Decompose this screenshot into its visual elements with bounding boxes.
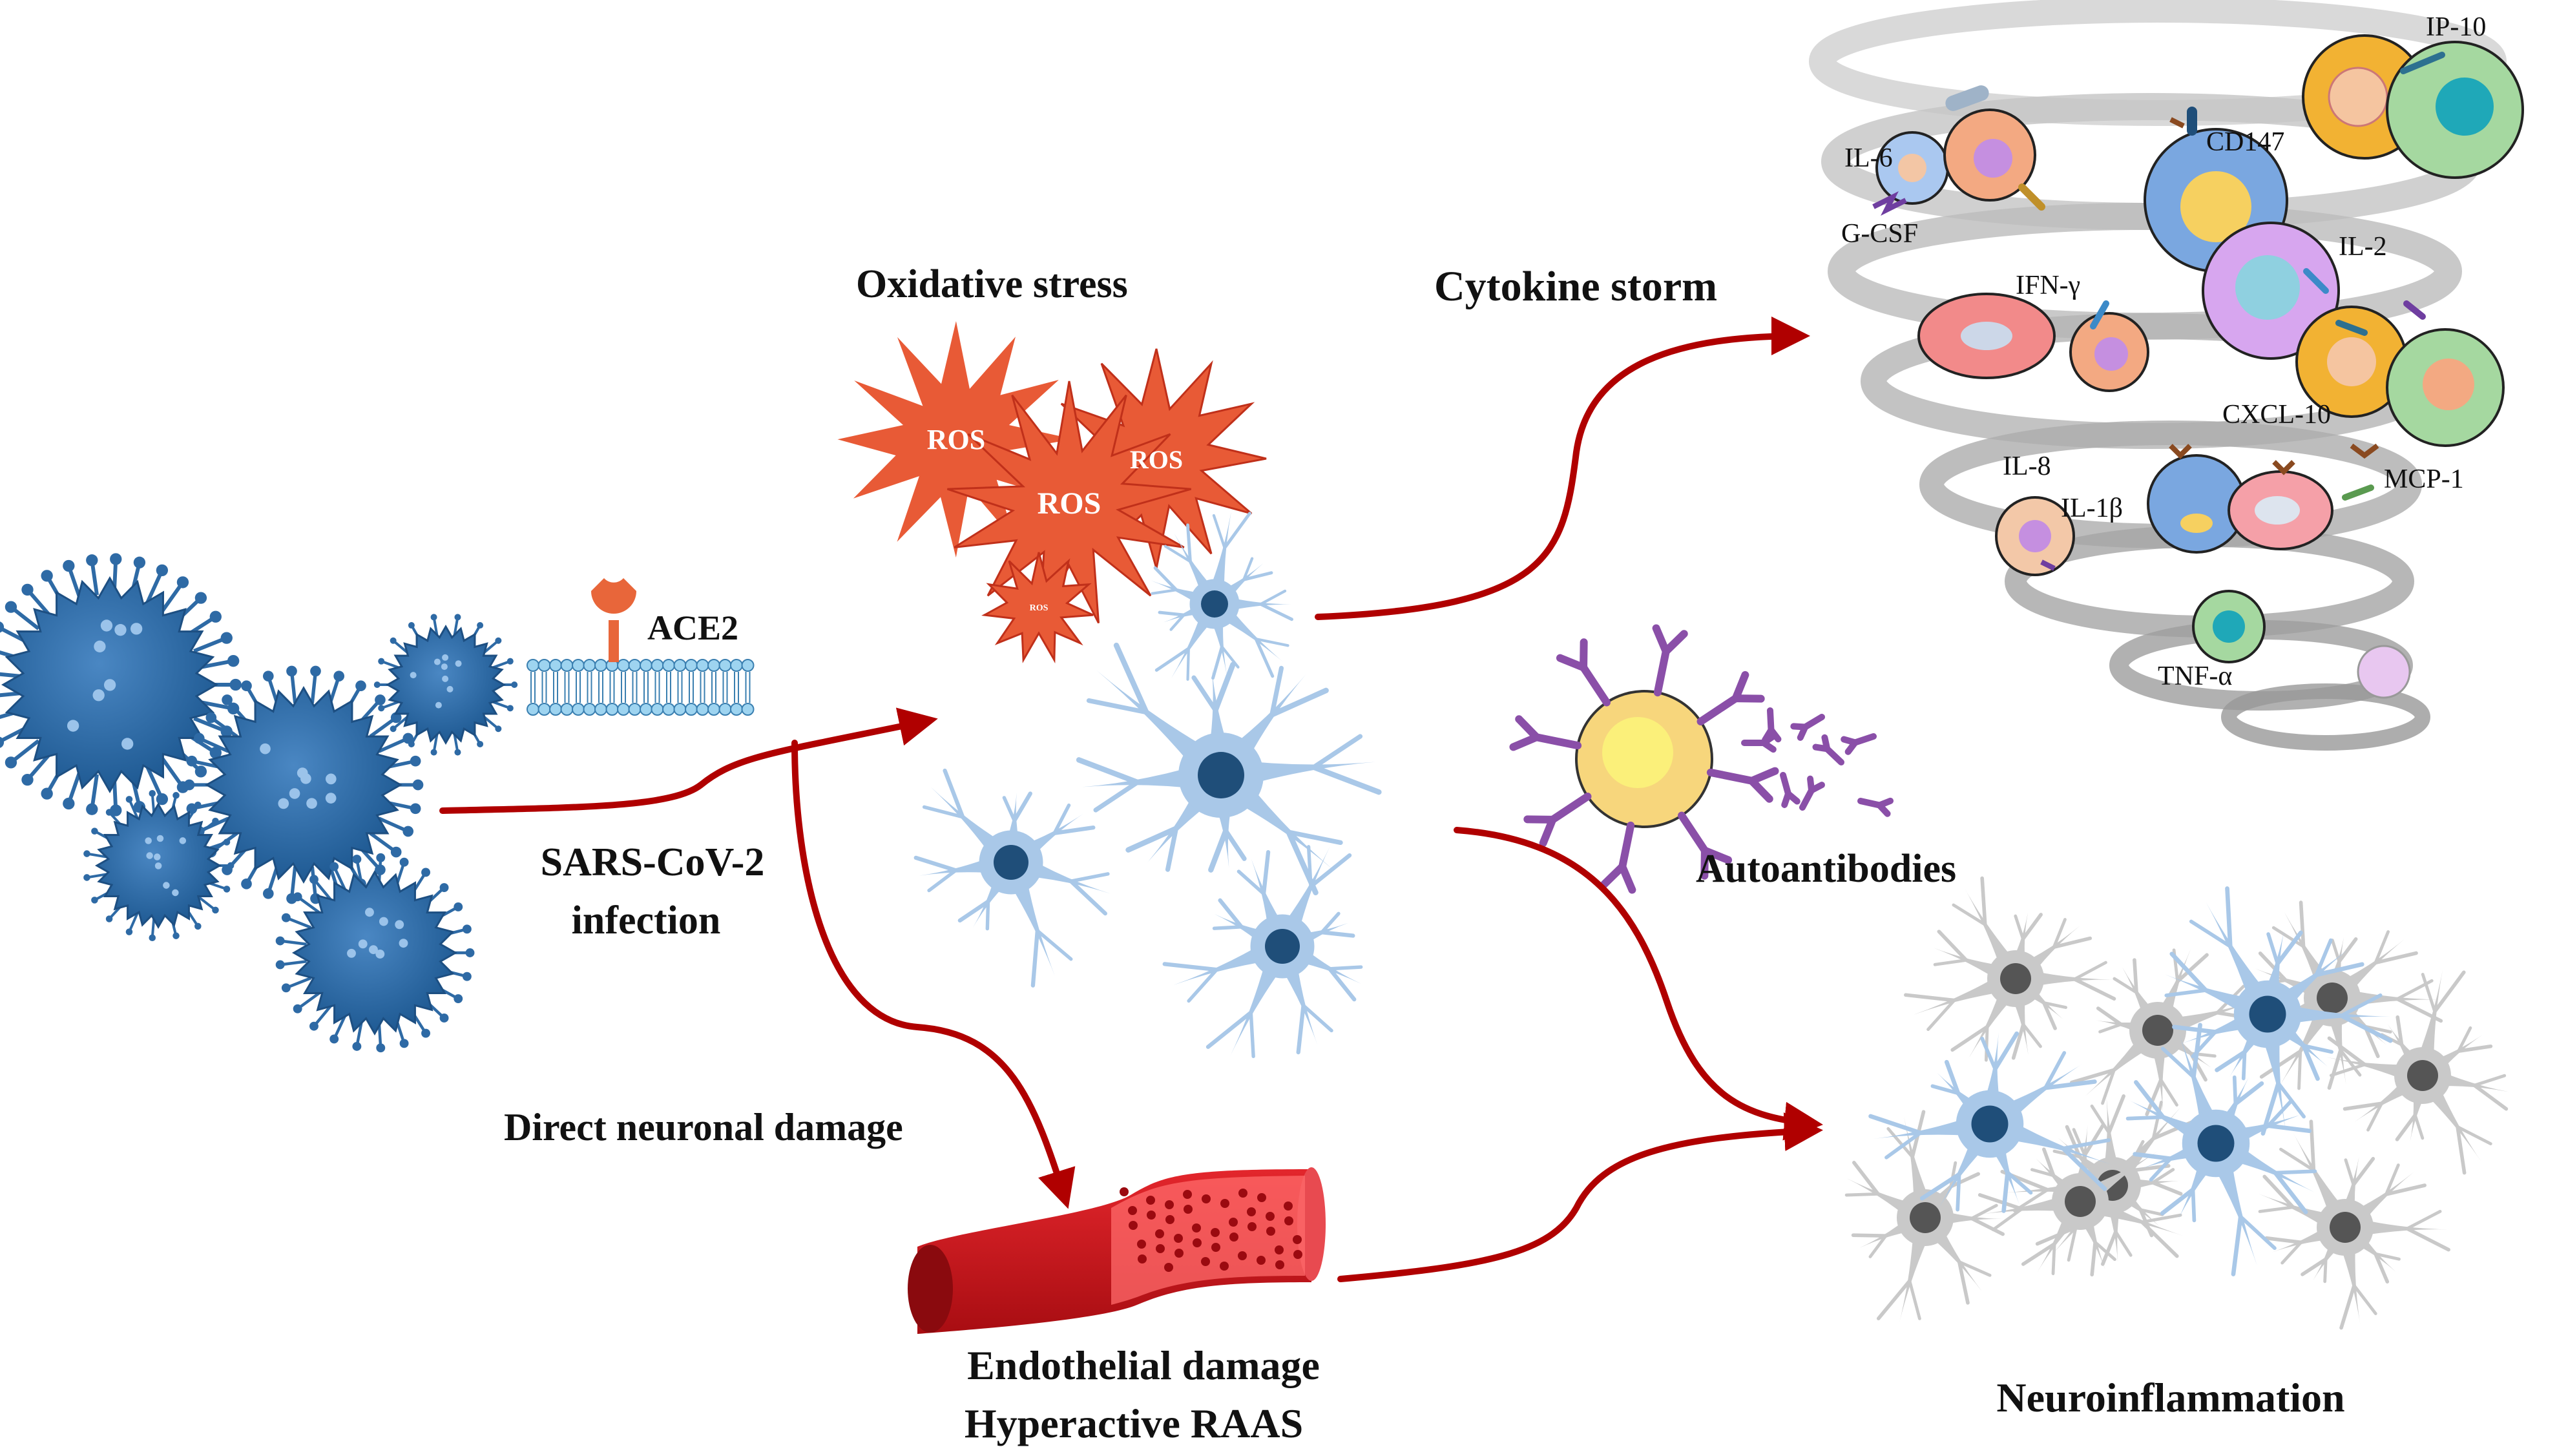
immune-cells: [1873, 36, 2523, 698]
label-tnfa: TNF-α: [2158, 661, 2232, 691]
label-il1b: IL-1β: [2061, 494, 2123, 523]
virus-particle: [374, 614, 517, 755]
label-il6: IL-6: [1844, 143, 1893, 173]
label-oxidative-stress: Oxidative stress: [856, 262, 1128, 306]
label-il8: IL-8: [2003, 452, 2051, 481]
ros-label: ROS: [1130, 445, 1183, 474]
blood-vessel: [908, 1167, 1326, 1334]
label-neuroinflammation: Neuroinflammation: [1996, 1375, 2344, 1420]
label-ace2: ACE2: [647, 608, 738, 647]
label-gcsf: G-CSF: [1841, 219, 1918, 249]
virus-particle: [0, 553, 242, 816]
virus-particle: [184, 666, 424, 904]
label-ifng: IFN-γ: [2016, 271, 2080, 300]
neuron: [1165, 847, 1361, 1057]
label-cxcl10: CXCL-10: [2222, 400, 2331, 430]
neuron: [1151, 510, 1291, 679]
label-infection-2: infection: [572, 899, 721, 942]
neuron: [1906, 879, 2114, 1061]
ros-label-small: ROS: [1030, 603, 1049, 613]
label-cd147: CD147: [2206, 127, 2284, 157]
arrow-endothelial: [1341, 1130, 1815, 1279]
ros-label: ROS: [927, 424, 985, 455]
label-endothelial-2: Hyperactive RAAS: [965, 1400, 1303, 1446]
label-endothelial-1: Endothelial damage: [967, 1342, 1320, 1388]
cell-membrane: [527, 660, 754, 715]
label-infection-1: SARS-CoV-2: [541, 840, 765, 884]
arrow-infection: [443, 720, 930, 811]
neuroinflammation-network: [1846, 879, 2509, 1328]
neuron: [1079, 645, 1379, 893]
neuron: [2259, 1121, 2448, 1327]
label-autoantibodies: Autoantibodies: [1696, 847, 1956, 891]
virus-particle: [83, 790, 234, 941]
label-ip10: IP-10: [2426, 12, 2486, 42]
ace2-receptor: [591, 578, 636, 662]
sars-cov-2-virions: [0, 553, 517, 1052]
label-direct-damage: Direct neuronal damage: [504, 1106, 903, 1149]
arrow-cytokine-storm: [1318, 336, 1802, 617]
ros-label: ROS: [1038, 486, 1101, 521]
virus-particle: [276, 853, 475, 1052]
label-cytokine-storm: Cytokine storm: [1434, 263, 1717, 310]
label-il2: IL-2: [2339, 232, 2387, 262]
label-mcp1: MCP-1: [2384, 464, 2464, 494]
neuron: [916, 771, 1111, 986]
